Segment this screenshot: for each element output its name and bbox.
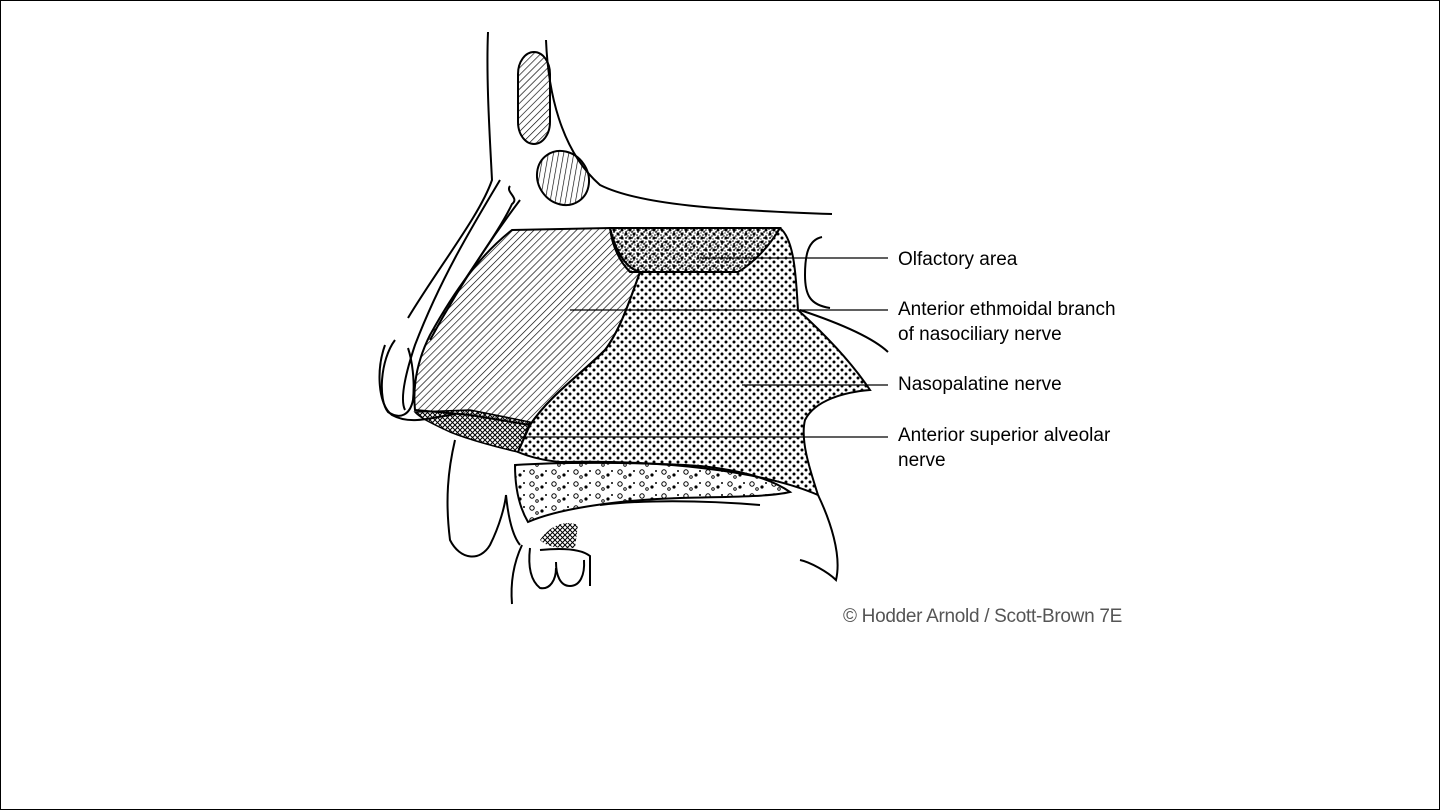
lip-and-teeth — [446, 439, 839, 605]
label-olfactory-area: Olfactory area — [898, 249, 1018, 270]
copyright-notice: © Hodder Arnold / Scott-Brown 7E — [843, 606, 1122, 627]
label-nasopalatine-nerve: Nasopalatine nerve — [898, 374, 1062, 395]
hard-palate — [513, 461, 793, 524]
label-anterior-ethmoidal-line1: Anterior ethmoidal branch — [898, 299, 1116, 320]
label-anterior-superior-alveolar-line1: Anterior superior alveolar — [898, 425, 1111, 446]
gum-shading — [540, 523, 578, 548]
frontal-sinus — [517, 51, 591, 207]
label-anterior-ethmoidal-line2: of nasociliary nerve — [898, 324, 1062, 345]
olfactory-area — [608, 227, 782, 273]
leader-lines — [520, 257, 888, 438]
sphenoid-outline — [799, 236, 889, 353]
label-anterior-superior-alveolar-line2: nerve — [898, 450, 946, 471]
